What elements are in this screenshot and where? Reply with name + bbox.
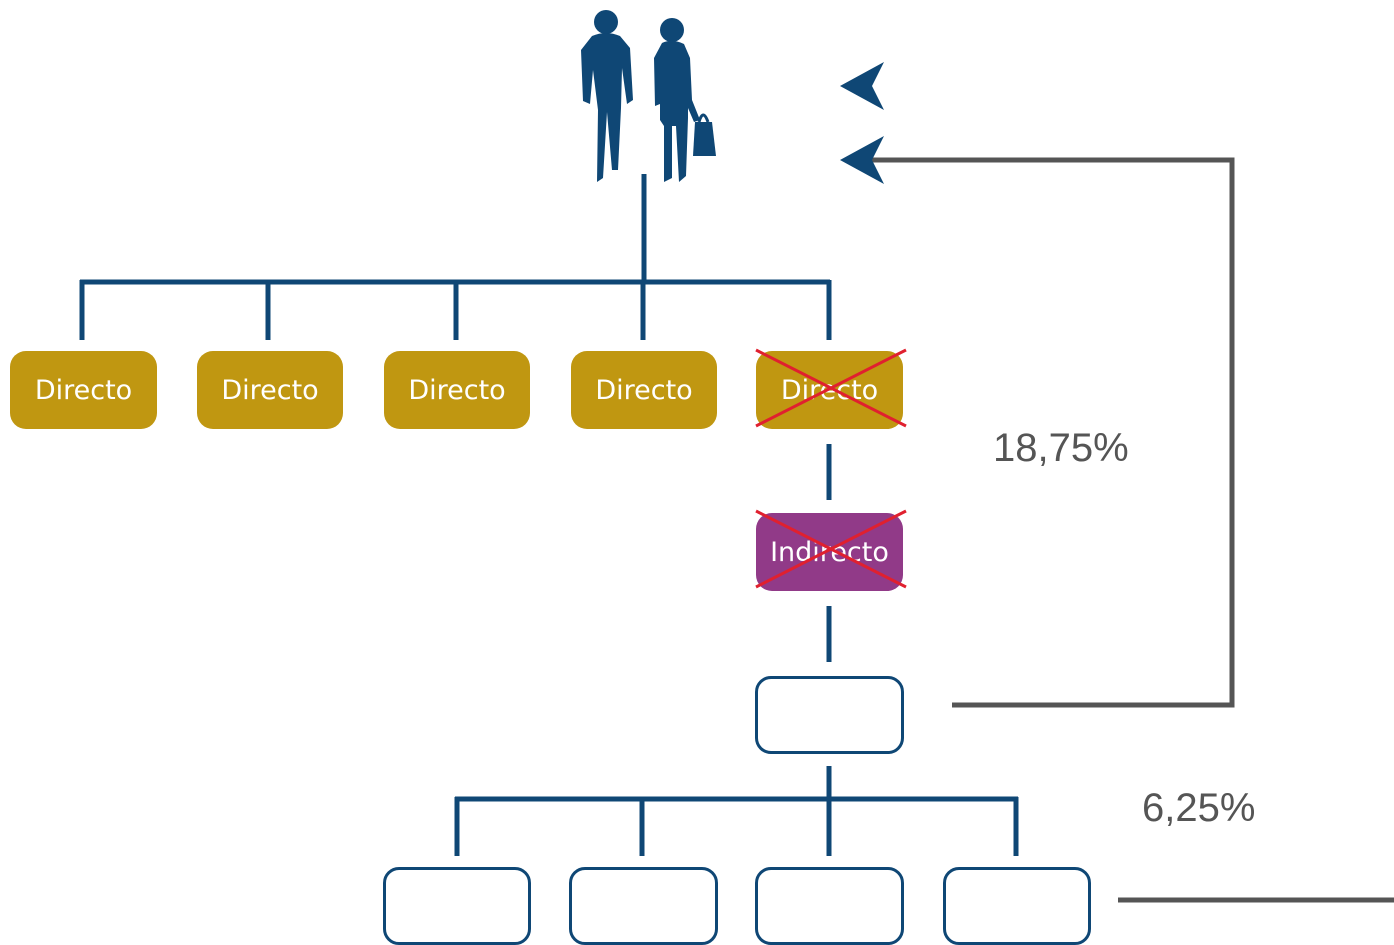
empty-node-bottom-4 [943,867,1091,945]
upper-arrowhead-icon [840,62,884,110]
direct-node-4: Directo [571,351,717,429]
direct-node-label: Directo [221,374,319,406]
empty-node-bottom-2 [569,867,718,945]
direct-node-1: Directo [10,351,157,429]
direct-node-label: Directo [780,374,879,406]
direct-node-2: Directo [197,351,343,429]
direct-node-3: Directo [384,351,530,429]
lower-arrowhead-icon [840,136,884,184]
percent-upper: 18,75% [993,426,1129,470]
direct-node-label: Directo [595,374,693,406]
indirect-node-label: Indirecto [770,536,889,568]
return-arrows [870,83,1394,903]
empty-node-bottom-3 [755,867,904,945]
percent-lower: 6,25% [1142,786,1256,830]
direct-node-label: Directo [408,374,506,406]
arrowheads [840,62,884,184]
direct-node-5-crossed: Directo [756,351,903,429]
empty-node-bottom-1 [383,867,531,945]
empty-node-middle [755,676,904,754]
lower-return-arrow [870,157,1235,708]
indirect-node-crossed: Indirecto [756,513,903,591]
top-tree-connectors [79,174,1019,856]
couple-walking-icon [581,10,716,183]
direct-node-label: Directo [34,374,133,406]
